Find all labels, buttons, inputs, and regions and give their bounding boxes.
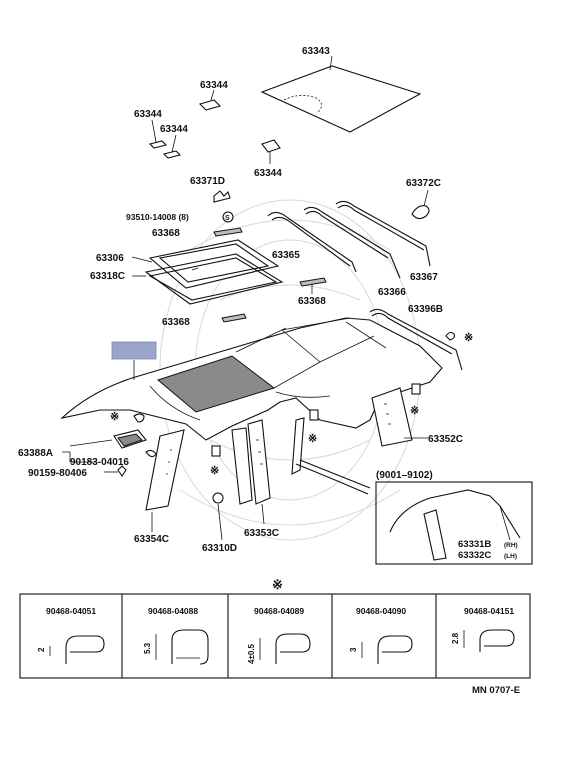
dome-lamp-63388A[interactable] (113, 429, 157, 458)
clip-part-2: 90468-04088 (148, 606, 198, 616)
label-rh: (RH) (504, 542, 518, 549)
label-lh: (LH) (504, 553, 517, 560)
clip-part-3: 90468-04089 (254, 606, 304, 616)
clip-part-5: 90468-04151 (464, 606, 514, 616)
label-63372C: 63372C (406, 178, 441, 189)
strip-63368-mid[interactable] (299, 277, 327, 287)
clip-cell-4[interactable]: 90468-04090 3 (349, 606, 413, 664)
pillar-trim-63354C[interactable] (145, 429, 185, 511)
clip-right[interactable] (411, 383, 421, 395)
strip-63368-top[interactable] (213, 227, 243, 237)
clip-table-mark: ※ (272, 577, 283, 592)
clip-dim-2: 5.3 (143, 642, 152, 654)
rail-63366[interactable] (303, 206, 401, 279)
label-63368-top: 63368 (152, 228, 180, 239)
asterisk-mark-3: ※ (210, 465, 219, 477)
label-63310D: 63310D (202, 543, 237, 554)
label-63353C: 63353C (244, 528, 279, 539)
clip-63372C[interactable] (411, 205, 430, 220)
rail-63367[interactable] (335, 200, 431, 267)
pad-63344-top[interactable] (198, 99, 222, 111)
asterisk-mark-4: ※ (308, 433, 317, 445)
label-63368-mid: 63368 (298, 296, 326, 307)
clip-cell-5[interactable]: 90468-04151 2.8 (451, 606, 515, 652)
pillar-trim-63353C-inner[interactable] (231, 427, 253, 505)
label-63344-left1: 63344 (134, 109, 162, 120)
clip-dim-4: 3 (349, 647, 358, 652)
rail-63365[interactable] (267, 211, 357, 273)
pad-63344-left[interactable] (148, 140, 182, 159)
label-63318C: 63318C (90, 271, 125, 282)
label-63331B: 63331B (458, 539, 491, 550)
label-63352C: 63352C (428, 434, 463, 445)
label-63343: 63343 (302, 46, 330, 57)
clip-part-4: 90468-04090 (356, 606, 406, 616)
pillar-trim-center[interactable] (291, 417, 305, 475)
label-63354C: 63354C (134, 534, 169, 545)
grommet-63310D[interactable] (212, 492, 224, 504)
label-63368-left: 63368 (162, 317, 190, 328)
clip-63371D[interactable] (213, 190, 231, 203)
clip-63396B[interactable] (445, 331, 456, 341)
asterisk-mark-5: ※ (410, 405, 419, 417)
label-90159: 90159-80406 (28, 468, 87, 479)
label-63344-mid: 63344 (254, 168, 282, 179)
label-63306: 63306 (96, 253, 124, 264)
pad-63344-mid[interactable] (261, 139, 281, 153)
label-63332C: 63332C (458, 550, 491, 561)
asterisk-mark-2: ※ (110, 411, 119, 423)
clip-mid-left[interactable] (211, 445, 221, 457)
clip-mid[interactable] (309, 409, 319, 421)
label-63366: 63366 (378, 287, 406, 298)
clip-dim-3: 4±0.5 (247, 643, 256, 664)
clip-left-upper[interactable] (133, 413, 145, 423)
screw-90159[interactable] (117, 465, 127, 477)
headliner-panel[interactable] (260, 65, 422, 133)
clip-cell-3[interactable]: 90468-04089 4±0.5 (247, 606, 311, 664)
asterisk-mark-1: ※ (464, 332, 473, 344)
screw-93510-icon[interactable] (222, 211, 234, 223)
screw-93510-mark: S (225, 215, 230, 222)
side-molding[interactable] (295, 459, 371, 495)
clip-cell-2[interactable]: 90468-04088 5.3 (143, 606, 209, 665)
strip-63368-left[interactable] (221, 313, 247, 323)
label-63344-top: 63344 (200, 80, 228, 91)
inset-pillar-trim[interactable] (389, 489, 521, 561)
label-63344-left2: 63344 (160, 124, 188, 135)
roof-label-highlight (111, 341, 157, 360)
inset-box (375, 481, 533, 565)
label-90183: 90183-04016 (70, 457, 129, 468)
diagram-code: MN 0707-E (472, 685, 520, 696)
label-63396B: 63396B (408, 304, 443, 315)
pillar-trim-63352C[interactable] (371, 387, 413, 447)
label-93510: 93510-14008 (8) (126, 212, 189, 222)
label-63388A: 63388A (18, 448, 53, 459)
label-63371D: 63371D (190, 176, 225, 187)
label-63365: 63365 (272, 250, 300, 261)
sunroof-seal-63318C[interactable] (144, 253, 284, 305)
clip-part-1: 90468-04051 (46, 606, 96, 616)
clip-dim-5: 2.8 (451, 632, 460, 644)
weatherstrip-63396B[interactable] (369, 308, 463, 371)
inset-range: (9001–9102) (376, 470, 433, 481)
roof-panel[interactable] (60, 317, 443, 441)
clip-table (19, 593, 531, 679)
pillar-trim-63353C[interactable] (247, 419, 271, 505)
clip-dim-1: 2 (37, 647, 46, 652)
clip-cell-1[interactable]: 90468-04051 2 (37, 606, 105, 664)
label-63367: 63367 (410, 272, 438, 283)
